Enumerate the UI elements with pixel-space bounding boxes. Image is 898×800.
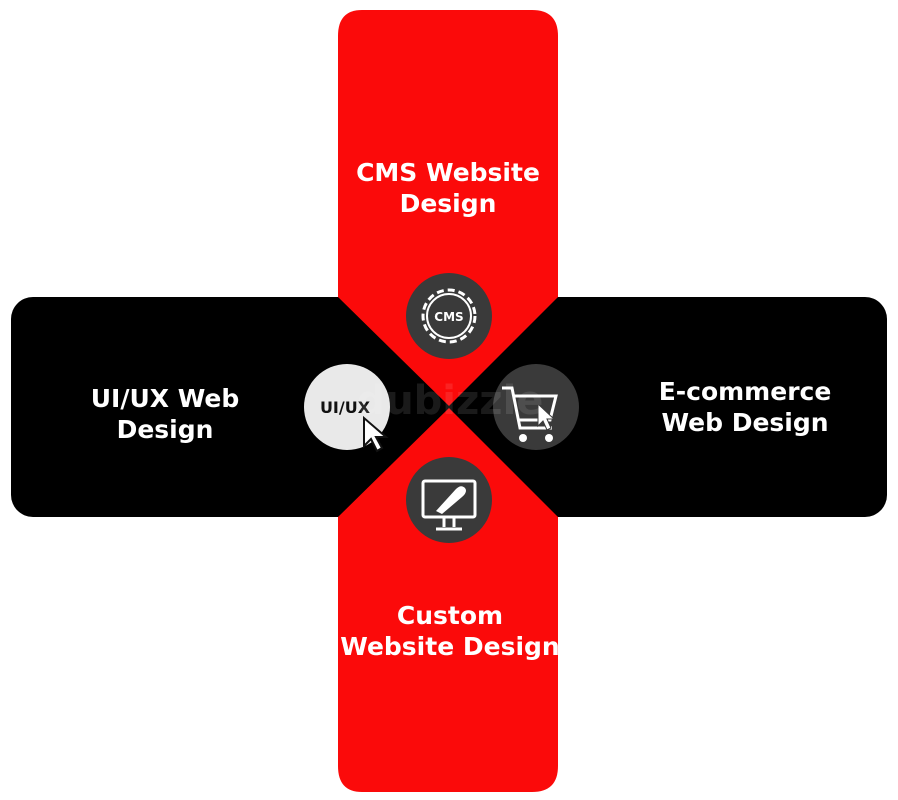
vertical-bar-top (338, 10, 558, 406)
cms-icon-text: CMS (434, 310, 463, 324)
custom-website-design-label: Custom Website Design (340, 601, 560, 661)
horizontal-bar (11, 297, 887, 517)
uiux-web-design-label: UI/UX Web Design (90, 384, 240, 444)
cms-website-design-label: CMS Website Design (356, 158, 540, 218)
ecommerce-web-design-label: E-commerce Web Design (658, 377, 832, 437)
monitor-brush-icon (406, 457, 492, 543)
vertical-bar-bottom (338, 408, 558, 792)
cms-gear-icon: CMS (406, 273, 492, 359)
uiux-cursor-icon: UI/UX (304, 364, 390, 453)
uiux-icon-text: UI/UX (320, 398, 371, 417)
shopping-cart-icon (493, 364, 579, 450)
